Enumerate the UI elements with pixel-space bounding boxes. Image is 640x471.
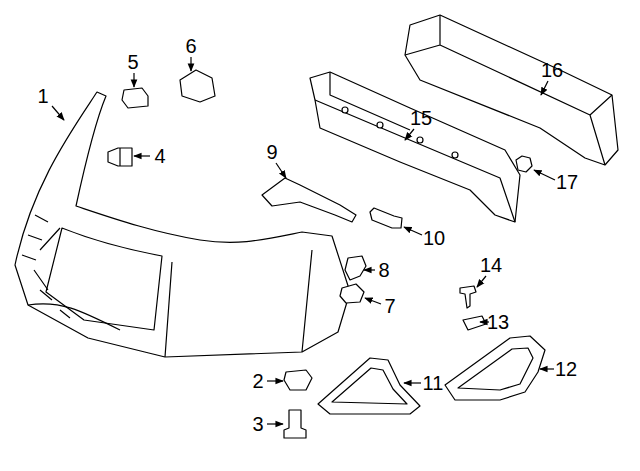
callout-number: 12 [555, 359, 577, 379]
clip [340, 284, 364, 303]
callout-number: 4 [154, 146, 165, 166]
pin [370, 208, 402, 228]
cover-ribs [22, 215, 70, 318]
screw [460, 286, 476, 308]
callout-number: 16 [541, 60, 563, 80]
callout-number: 1 [37, 86, 48, 106]
bumper-cover [15, 92, 350, 357]
callout-number: 10 [423, 228, 445, 248]
callout-number: 7 [384, 296, 395, 316]
clip [122, 88, 148, 108]
clip [284, 370, 312, 390]
callout-number: 3 [252, 414, 263, 434]
grille-opening [46, 228, 162, 330]
trim-inner [332, 368, 407, 404]
bracket [180, 70, 215, 102]
callout-number: 5 [127, 52, 138, 72]
trim-panel [445, 336, 545, 400]
callout-number: 9 [266, 142, 277, 162]
trim-panel [318, 358, 420, 414]
absorber-holes [342, 107, 458, 158]
callout-number: 8 [378, 260, 389, 280]
leader-lines [52, 57, 555, 424]
bolt [284, 410, 306, 438]
clip [345, 256, 366, 280]
trim-inner [458, 348, 533, 390]
bar-edge [405, 15, 612, 165]
cover-edge [28, 228, 312, 357]
callout-number: 15 [410, 108, 432, 128]
reinforcement-bar [405, 15, 618, 165]
callout-number: 6 [185, 36, 196, 56]
callout-number: 13 [487, 312, 509, 332]
bolt-line [119, 148, 120, 166]
clip [463, 316, 486, 330]
callout-number: 17 [556, 172, 578, 192]
nut [516, 156, 532, 172]
callout-number: 2 [252, 371, 263, 391]
callout-number: 14 [480, 255, 502, 275]
bracket [262, 178, 356, 222]
bolt [108, 148, 132, 166]
callout-number: 11 [423, 373, 444, 393]
